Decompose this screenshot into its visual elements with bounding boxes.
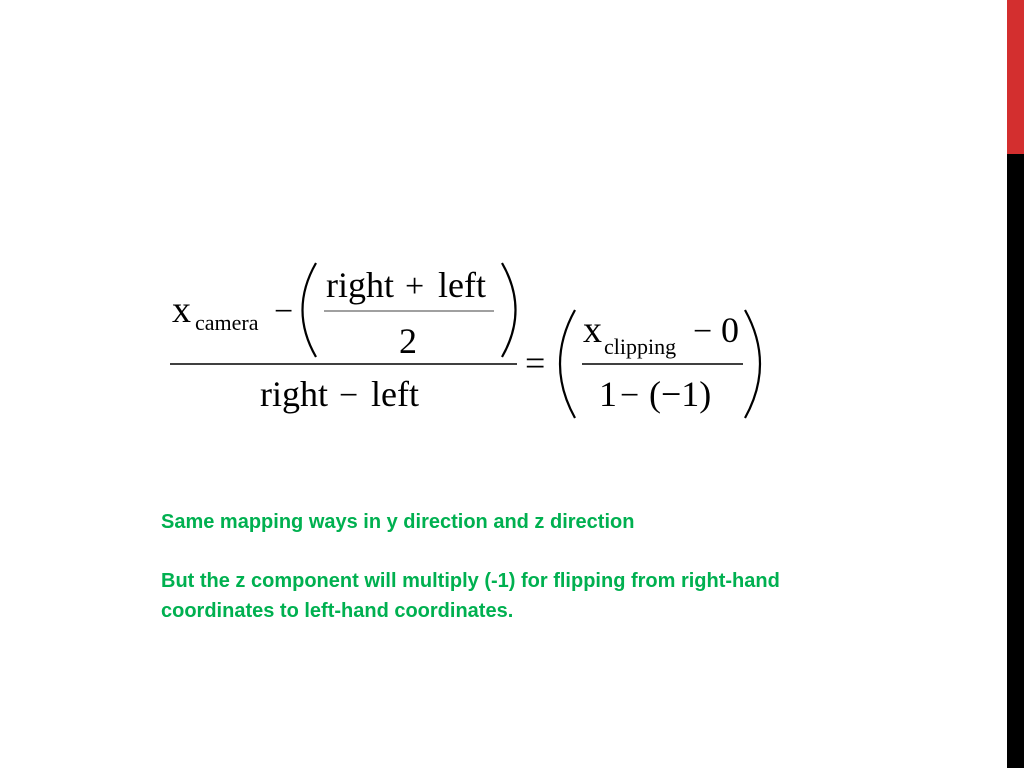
denominator-minus: −: [339, 377, 358, 414]
clip-minus-sign: −: [693, 313, 712, 350]
right-paren-outer: [744, 309, 761, 419]
note-mapping-directions: Same mapping ways in y direction and z d…: [161, 511, 635, 533]
two-term: 2: [399, 321, 417, 361]
slide-edge-decoration: [1007, 0, 1024, 768]
camera-subscript: camera: [195, 310, 259, 335]
plus-sign: +: [405, 268, 424, 305]
neg-one-group: (−1): [649, 374, 711, 414]
left-paren-outer: [559, 309, 576, 419]
x-camera-var: x: [172, 289, 191, 331]
equals-sign: =: [525, 343, 545, 383]
edge-accent-black: [1007, 154, 1024, 768]
denominator-left: left: [371, 374, 419, 414]
x-clipping-var: x: [583, 309, 602, 351]
right-term: right: [326, 265, 394, 305]
right-paren-inner: [501, 262, 517, 358]
left-term: left: [438, 265, 486, 305]
minus-sign: −: [274, 293, 293, 330]
one-term: 1: [599, 374, 617, 414]
zero-term: 0: [721, 310, 739, 350]
denominator-right: right: [260, 374, 328, 414]
left-paren-inner: [301, 262, 317, 358]
note-z-flip: But the z component will multiply (-1) f…: [161, 570, 780, 622]
one-minus-sign: −: [620, 377, 639, 414]
edge-accent-red: [1007, 0, 1024, 154]
clipping-subscript: clipping: [604, 334, 676, 359]
